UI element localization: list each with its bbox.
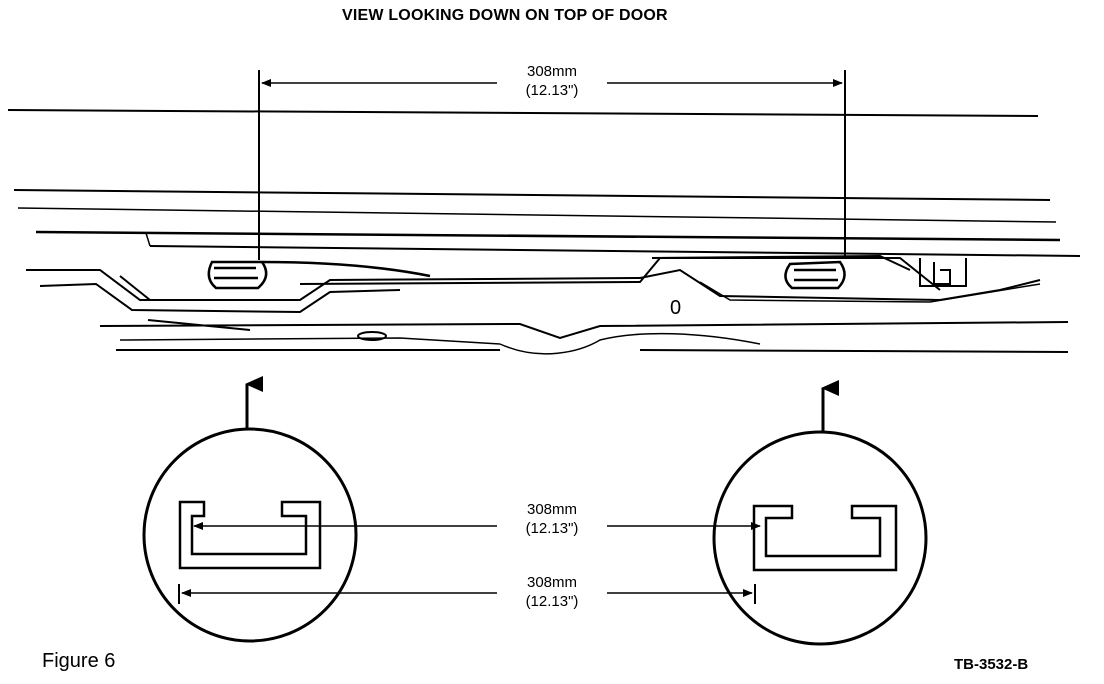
top-dimension-label: 308mm (12.13") xyxy=(497,62,607,100)
bracket-right xyxy=(919,258,967,287)
detail-circle-right xyxy=(712,430,928,646)
outer-dimension-imperial: (12.13") xyxy=(525,593,579,610)
outer-dimension-label: 308mm (12.13") xyxy=(497,573,607,611)
outer-dimension-metric: 308mm xyxy=(526,574,578,591)
top-dimension-imperial: (12.13") xyxy=(525,82,579,99)
clip-right-section xyxy=(784,260,846,290)
figure-caption: Figure 6 xyxy=(42,650,116,672)
detail-circle-left xyxy=(142,427,358,643)
diagram-title: VIEW LOOKING DOWN ON TOP OF DOOR xyxy=(342,7,668,24)
door-panel-lines xyxy=(7,109,1081,257)
outer-dimension xyxy=(178,584,756,604)
inner-dimension-metric: 308mm xyxy=(526,501,578,518)
top-dimension-metric: 308mm xyxy=(526,63,578,80)
detail-arrows xyxy=(245,376,839,432)
drawing-code: TB-3532-B xyxy=(954,656,1029,673)
inner-dimension-label: 308mm (12.13") xyxy=(497,500,607,538)
inner-dimension-imperial: (12.13") xyxy=(525,520,579,537)
reference-mark: 0 xyxy=(670,297,682,319)
clip-left-section xyxy=(207,260,431,290)
door-section-profile xyxy=(26,254,1069,355)
